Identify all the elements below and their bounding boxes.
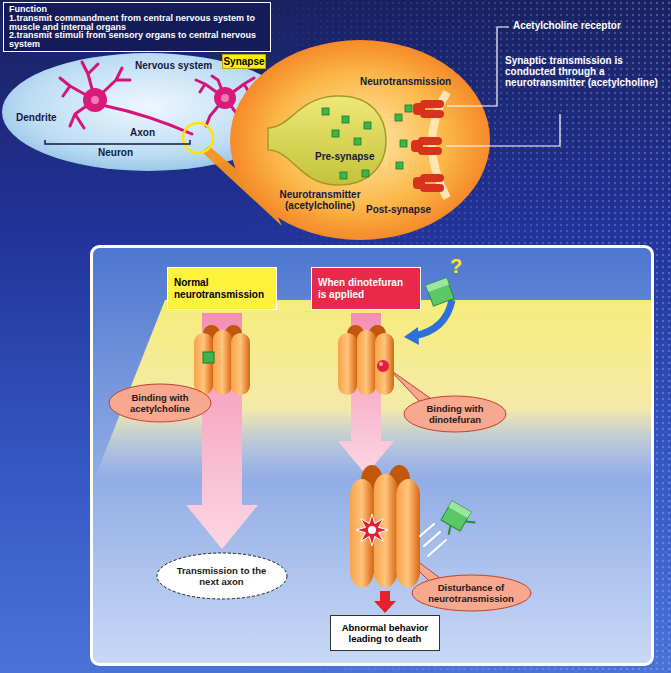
neuron-bracket: [45, 140, 190, 144]
acetylcholine-cube: [426, 278, 454, 306]
node-text: Transmission to the next axon: [175, 565, 269, 587]
callout-pointer: [389, 369, 430, 402]
function-box: Function1.transmit commandment from cent…: [3, 2, 271, 52]
dinotefuran-molecule: [377, 360, 389, 372]
neuron-nucleus: [91, 96, 99, 104]
status-box: When dinotefuran is applied: [311, 267, 421, 310]
node-text: Normal neurotransmission: [174, 277, 270, 301]
oval-outline: [157, 553, 287, 599]
callout-oval: Disturbance of neurotransmission: [411, 574, 532, 612]
part-label: Acetylcholine receptor: [513, 20, 621, 31]
node-text: 1.transmit commandment from central nerv…: [9, 14, 265, 32]
note-text: Synaptic transmission is conducted throu…: [505, 55, 665, 88]
node-text: Abnormal behavior leading to death: [337, 622, 433, 644]
node-text: 2.transmit stimuli from sensory organs t…: [9, 31, 265, 49]
tag-box: Synapse: [222, 54, 266, 69]
receptor-group: [411, 100, 444, 192]
acetylcholine-molecule: [203, 352, 214, 363]
part-label: Dendrite: [16, 112, 57, 123]
disruption-burst: [356, 514, 388, 546]
node-text: Neurotransmission: [360, 76, 451, 87]
result-oval: Transmission to the next axon: [156, 552, 288, 600]
oval-outline: [412, 575, 531, 611]
membrane-floor: [94, 300, 651, 480]
part-label: Pre-synapse: [315, 151, 374, 162]
flow-arrow: [186, 313, 258, 549]
neuron-dendrites: [60, 62, 254, 134]
leader-line: [446, 114, 560, 146]
box-heading: Function: [9, 5, 47, 14]
part-label: Neuron: [98, 147, 133, 158]
oval-outline: [109, 384, 211, 422]
receptor-channel: [338, 325, 394, 395]
region-ellipse: Neurotransmission: [230, 40, 490, 240]
receptor-channel: [194, 325, 250, 395]
node-text: Binding with dinotefuran: [418, 403, 492, 425]
neuron-body: [83, 88, 107, 112]
node-text: When dinotefuran is applied: [318, 277, 414, 301]
neurotransmission-art: [230, 40, 490, 240]
lower-panel: [92, 247, 653, 665]
callout-oval: Binding with acetylcholine: [108, 383, 212, 423]
callout-oval: Binding with dinotefuran: [403, 395, 507, 433]
motion-lines: [420, 524, 446, 556]
oval-outline: [404, 396, 506, 432]
neuron-nucleus: [221, 94, 229, 102]
node-text: Nervous system: [135, 60, 212, 71]
region-ellipse: [230, 40, 490, 240]
leader-line: [447, 27, 509, 106]
part-label: Neurotransmitter (acetylcholine): [270, 189, 370, 211]
acetylcholine-molecules: [322, 105, 412, 179]
receptor-channel: [350, 465, 420, 588]
arrowhead: [404, 327, 419, 345]
part-label: Post-synapse: [366, 204, 431, 215]
flow-arrow-shaft: [186, 313, 258, 549]
flow-arrow-upper: [338, 313, 394, 475]
question-mark: ?: [450, 255, 462, 277]
highlight: [379, 362, 383, 366]
status-box: Normal neurotransmission: [167, 267, 277, 310]
acetylcholine-cube: [436, 501, 478, 543]
node-text: Disturbance of neurotransmission: [428, 582, 514, 604]
synapse-ring: [183, 123, 213, 153]
neuron-body: [214, 87, 236, 109]
node-text: Synapse: [223, 56, 264, 67]
node-text: Binding with acetylcholine: [123, 392, 197, 414]
flow-arrow-lower: [374, 591, 396, 613]
presynaptic-bulb: [268, 96, 386, 185]
part-label: Axon: [130, 127, 155, 138]
burst-core: [368, 526, 376, 534]
result-box: Abnormal behavior leading to death: [330, 615, 440, 651]
